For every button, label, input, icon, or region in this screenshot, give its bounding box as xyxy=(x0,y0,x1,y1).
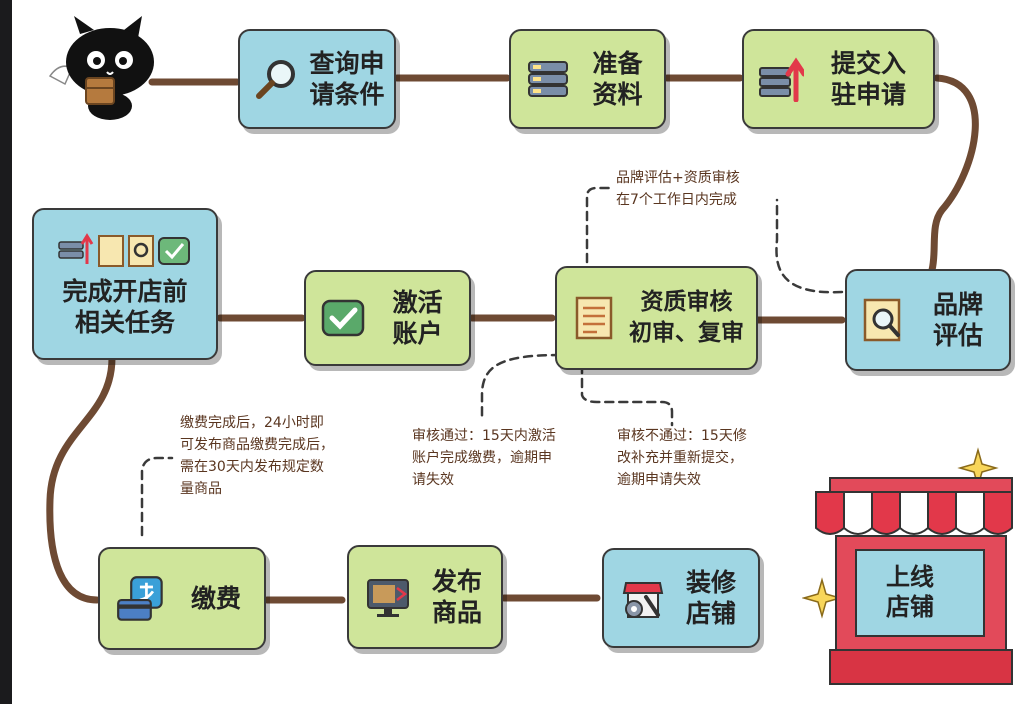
step-payment: 缴费 xyxy=(98,547,266,650)
callout-payment xyxy=(140,456,174,537)
callout-fail xyxy=(580,363,674,427)
step-label: 准备 资料 xyxy=(592,49,643,109)
document-checklist-icon xyxy=(575,296,613,340)
task-icons xyxy=(58,233,190,267)
magnifier-icon xyxy=(256,60,295,99)
tmall-cat-mascot xyxy=(48,16,154,120)
rope-s7-s8 xyxy=(46,354,116,604)
step-label: 缴费 xyxy=(190,584,241,613)
step-brand-evaluation: 品牌 评估 xyxy=(845,269,1011,371)
step-qualification-review: 资质审核 初审、复审 xyxy=(555,266,758,370)
document-search-icon xyxy=(863,298,901,342)
step-label: 发布 商品 xyxy=(431,567,482,627)
note-review-pass: 审核通过：15天内激活 账户完成缴费，逾期申 请失效 xyxy=(412,428,556,488)
upload-icon xyxy=(759,57,804,102)
note-review-fail: 审核不通过：15天修 改补充并重新提交， 逾期申请失效 xyxy=(617,428,747,488)
flow-diagram: 查询申 请条件 准备 资料 提交入 驻申请 品牌评估+资质审核 在7个工作日内完… xyxy=(12,0,1021,704)
step-complete-tasks: 完成开店前 相关任务 xyxy=(32,208,218,360)
step-label: 资质审核 初审、复审 xyxy=(629,289,744,346)
step-label: 装修 店铺 xyxy=(685,568,736,628)
step-submit-application: 提交入 驻申请 xyxy=(742,29,935,129)
shop-label: 上线 店铺 xyxy=(886,563,934,621)
note-brand-evaluation: 品牌评估+资质审核 在7个工作日内完成 xyxy=(616,170,740,208)
step-label: 品牌 评估 xyxy=(932,290,983,350)
callout-pass xyxy=(480,353,562,422)
callout-brand-eval-2 xyxy=(775,198,844,294)
step-query-conditions: 查询申 请条件 xyxy=(238,29,396,129)
shop-tools-icon xyxy=(622,582,664,618)
step-label: 提交入 驻申请 xyxy=(830,49,906,109)
step-label: 激活 账户 xyxy=(392,288,443,348)
sparkle-icon xyxy=(802,577,843,619)
checkmark-icon xyxy=(321,299,365,337)
step-label: 完成开店前 相关任务 xyxy=(62,277,188,337)
database-icon xyxy=(528,61,568,97)
shop-front xyxy=(802,447,1013,685)
rope-s3-s4 xyxy=(928,74,979,274)
step-activate-account: 激活 账户 xyxy=(304,270,471,366)
step-publish-products: 发布 商品 xyxy=(347,545,503,649)
step-label: 查询申 请条件 xyxy=(309,49,385,109)
note-payment: 缴费完成后，24小时即 可发布商品缴费完成后， 需在30天内发布规定数 量商品 xyxy=(180,415,334,497)
monitor-icon xyxy=(367,579,409,617)
payment-card-icon xyxy=(117,575,163,621)
connector-paths xyxy=(46,74,979,604)
callout-brand-eval xyxy=(585,186,614,264)
step-prepare-materials: 准备 资料 xyxy=(509,29,666,129)
step-decorate-shop: 装修 店铺 xyxy=(602,548,760,648)
